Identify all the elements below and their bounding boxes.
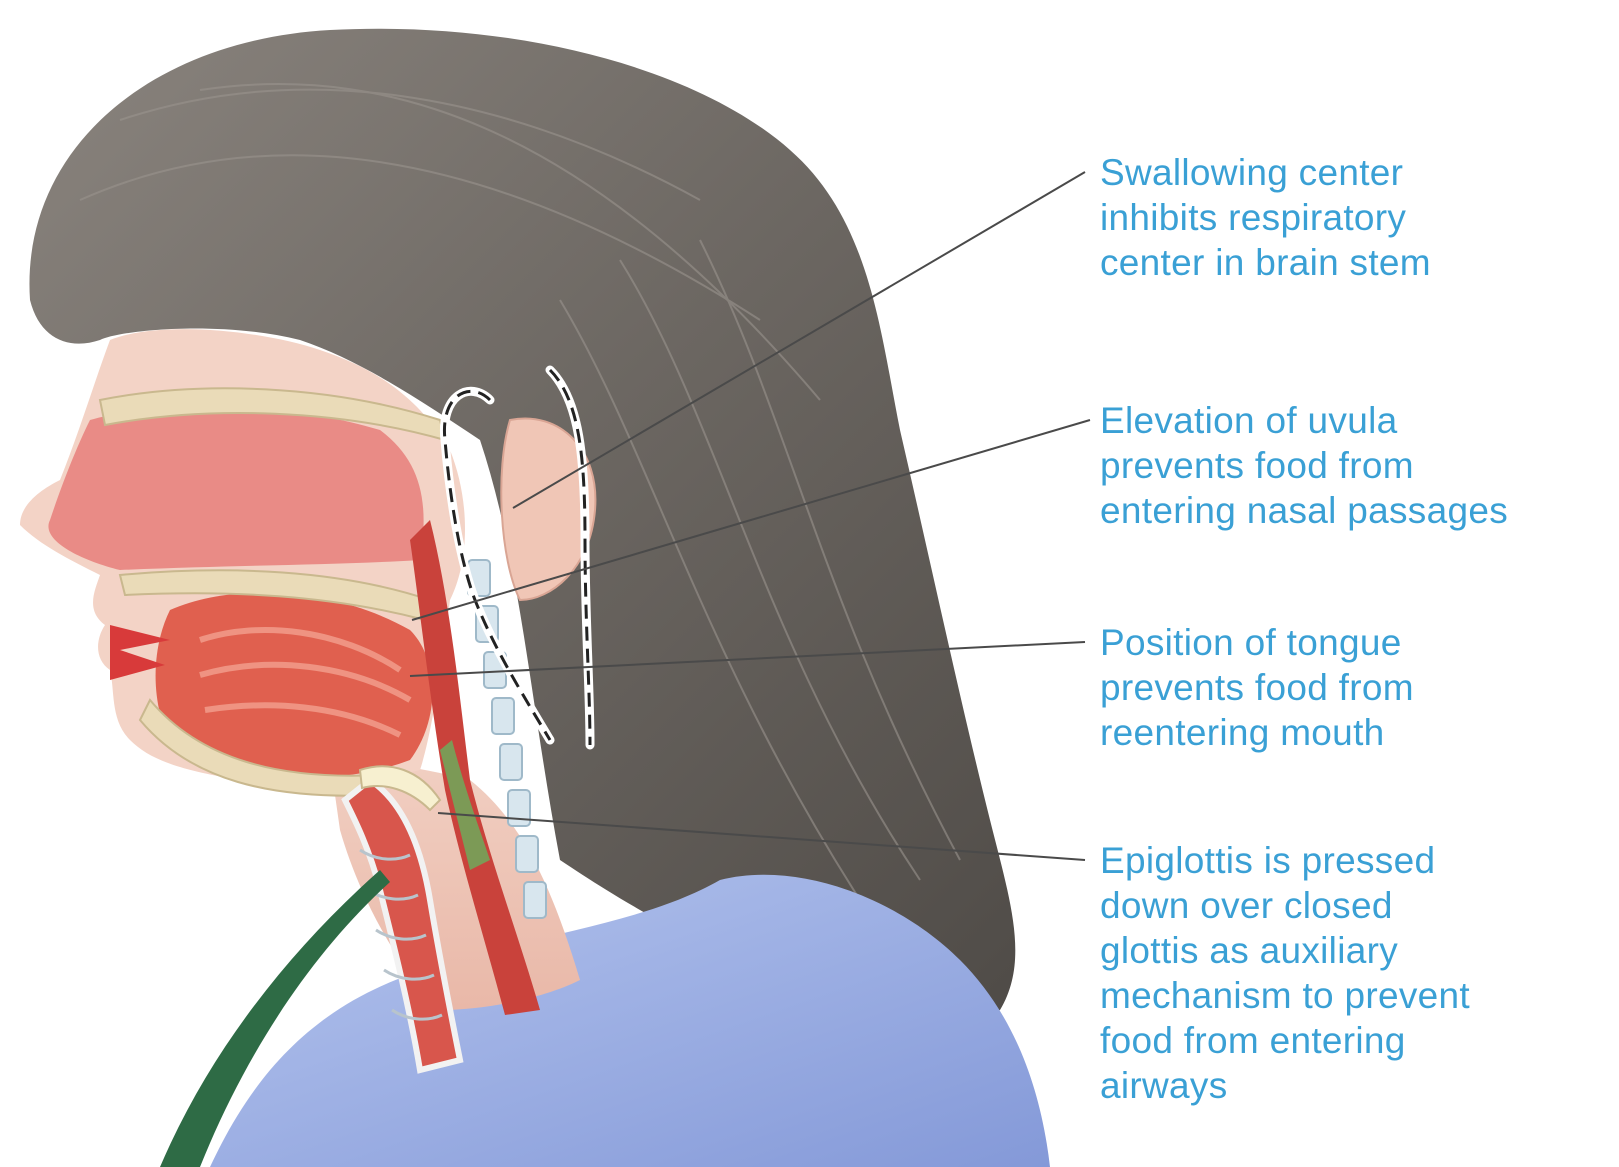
label-line: inhibits respiratory bbox=[1100, 195, 1431, 240]
label-line: down over closed bbox=[1100, 883, 1470, 928]
label-line: Position of tongue bbox=[1100, 620, 1414, 665]
label-line: Elevation of uvula bbox=[1100, 398, 1508, 443]
label-tongue: Position of tongue prevents food from re… bbox=[1100, 620, 1414, 755]
label-line: prevents food from bbox=[1100, 443, 1508, 488]
label-line: airways bbox=[1100, 1063, 1470, 1108]
label-line: center in brain stem bbox=[1100, 240, 1431, 285]
label-line: Swallowing center bbox=[1100, 150, 1431, 195]
label-line: mechanism to prevent bbox=[1100, 973, 1470, 1018]
label-line: glottis as auxiliary bbox=[1100, 928, 1470, 973]
label-line: food from entering bbox=[1100, 1018, 1470, 1063]
label-line: entering nasal passages bbox=[1100, 488, 1508, 533]
label-line: Epiglottis is pressed bbox=[1100, 838, 1470, 883]
label-swallowing-center: Swallowing center inhibits respiratory c… bbox=[1100, 150, 1431, 285]
nasal-cavity bbox=[48, 406, 423, 570]
label-line: prevents food from bbox=[1100, 665, 1414, 710]
label-epiglottis: Epiglottis is pressed down over closed g… bbox=[1100, 838, 1470, 1108]
label-uvula: Elevation of uvula prevents food from en… bbox=[1100, 398, 1508, 533]
label-line: reentering mouth bbox=[1100, 710, 1414, 755]
